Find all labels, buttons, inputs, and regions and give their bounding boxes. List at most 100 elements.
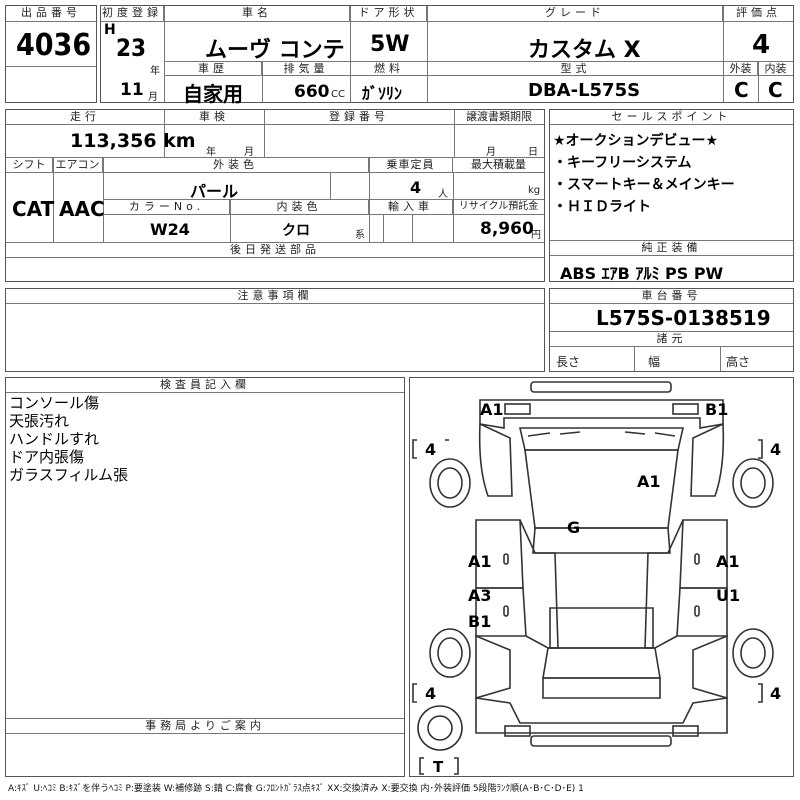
sales-point: ・ＨＩＤライト [553, 199, 651, 215]
mark-front-left: A1 [480, 400, 504, 419]
damage-code-legend: A:ｷｽﾞ U:ﾍｺﾐ B:ｷｽﾞを伴うﾍｺﾐ P:要塗装 W:補修跡 S:錆 … [8, 784, 584, 794]
shift-label: シフト [6, 158, 53, 173]
mark-tire-front-right: 4 [770, 440, 782, 459]
office-notice-label: 事務局よりご案内 [6, 719, 404, 734]
era-value: H [104, 22, 116, 38]
mark-tire-front-left: 4 [425, 440, 437, 459]
specs-label: 諸元 [550, 332, 793, 347]
lot-number-cell: 出品番号 4036 [5, 5, 97, 103]
ac-label: エアコン [53, 158, 103, 173]
recycle-unit: 円 [531, 230, 541, 241]
year-unit: 年 [150, 66, 160, 77]
sales-point: ・キーフリーシステム [553, 155, 692, 171]
inspector-notes-label: 検査員記入欄 [6, 378, 404, 393]
fuel: ｶﾞｿﾘﾝ [362, 84, 403, 103]
displacement-unit: CC [331, 89, 345, 100]
capacity-label: 乗車定員 [369, 158, 453, 173]
mark-right-rear-door: U1 [716, 586, 741, 605]
mark-trunk: T [433, 758, 444, 776]
displacement: 660 [294, 82, 330, 102]
model: DBA-L575S [528, 80, 641, 101]
max-load-label: 最大積載量 [453, 158, 544, 173]
caution-label: 注意事項欄 [6, 289, 544, 304]
inspector-note: コンソール傷 [9, 394, 100, 412]
transfer-month-unit: 月 [486, 147, 496, 158]
mark-front-right: B1 [705, 400, 729, 419]
mileage: 113,356 km [70, 130, 196, 152]
inspection-year-unit: 年 [206, 147, 216, 158]
lot-number: 4036 [16, 28, 92, 63]
car-outline [412, 381, 774, 775]
exterior-color-label: 外装色 [103, 158, 369, 173]
history: 自家用 [183, 82, 243, 106]
fuel-label: 燃料 [351, 62, 427, 76]
transfer-docs-label: 譲渡書類期限 [454, 110, 544, 125]
month-value: 11 [120, 80, 144, 100]
interior-label: 内装 [758, 62, 793, 76]
chassis-number-label: 車台番号 [550, 289, 793, 304]
recycle-deposit-label: リサイクル預託金 [453, 200, 544, 215]
sales-points-label: セールスポイント [550, 110, 793, 125]
equipment-label: 純正装備 [550, 241, 793, 256]
color-number: W24 [150, 220, 190, 239]
interior-color-label: 内装色 [230, 200, 369, 215]
capacity-unit: 人 [438, 189, 448, 200]
height-label: 高さ [726, 355, 751, 369]
import-label: 輸入車 [369, 200, 453, 215]
max-load-unit: kg [528, 185, 541, 196]
color-number-label: カラーNo. [104, 200, 230, 215]
grade: カスタム X [528, 38, 641, 63]
shift-type: CAT [12, 197, 55, 221]
lot-number-label: 出品番号 [6, 6, 96, 22]
sales-point: ★オークションデビュー★ [553, 133, 719, 149]
transfer-day-unit: 日 [528, 147, 538, 158]
exterior-grade: C [734, 78, 749, 102]
model-label: 型式 [428, 62, 723, 76]
capacity: 4 [410, 178, 422, 197]
mileage-label: 走行 [6, 110, 164, 125]
mark-left-rear-door-a: A3 [468, 586, 492, 605]
sales-point: ・スマートキー＆メインキー [553, 177, 735, 193]
inspector-note: ハンドルすれ [9, 430, 100, 448]
inspector-note: ガラスフィルム張 [9, 466, 129, 484]
equipment-list: ABS ｴｱB ｱﾙﾐ PS PW [560, 264, 724, 283]
mark-tire-rear-right: 4 [770, 684, 782, 703]
mark-left-front-door: A1 [468, 552, 492, 571]
inspector-notes: コンソール傷 天張汚れ ハンドルすれ ドア内張傷 ガラスフィルム張 [9, 394, 128, 484]
mark-tire-rear-left: 4 [425, 684, 437, 703]
grade-label: グレード [428, 6, 723, 22]
interior-color: クロ [282, 223, 310, 239]
chassis-number: L575S-0138519 [596, 306, 771, 330]
damage-diagram: A1 B1 A1 G A1 A1 A3 B1 U1 4 4 4 4 T [409, 377, 794, 777]
mark-roof: G [567, 518, 581, 537]
length-label: 長さ [556, 355, 581, 369]
interior-grade: C [768, 78, 783, 102]
sales-points-list: ★オークションデビュー★ ・キーフリーシステム ・スマートキー＆メインキー ・Ｈ… [553, 130, 735, 218]
registration-label: 登録番号 [264, 110, 454, 125]
month-unit: 月 [148, 92, 158, 103]
car-name-label: 車名 [165, 6, 350, 22]
recycle-deposit: 8,960 [480, 219, 534, 239]
first-registration-label: 初度登録 [101, 6, 164, 22]
exterior-label: 外装 [724, 62, 758, 76]
inspection-label: 車検 [164, 110, 264, 125]
interior-color-unit: 系 [355, 230, 365, 241]
car-name: ムーヴ コンテ [205, 38, 345, 63]
mark-right-front-door: A1 [716, 552, 740, 571]
door-type-label: ドア形状 [351, 6, 427, 22]
ac-type: AAC [59, 197, 105, 221]
inspection-month-unit: 月 [244, 147, 254, 158]
mark-left-rear-door-b: B1 [468, 612, 492, 631]
inspector-note: 天張汚れ [9, 412, 70, 430]
year-value: 23 [116, 34, 147, 62]
score: 4 [752, 30, 771, 60]
inspector-note: ドア内張傷 [9, 448, 85, 466]
later-parts-label: 後日発送部品 [6, 243, 544, 258]
score-label: 評価点 [724, 6, 793, 22]
inspector-block [5, 377, 405, 777]
door-type: 5W [370, 32, 410, 57]
width-label: 幅 [648, 355, 661, 369]
displacement-label: 排気量 [262, 62, 350, 76]
mark-hood: A1 [637, 472, 661, 491]
history-label: 車歴 [165, 62, 262, 76]
